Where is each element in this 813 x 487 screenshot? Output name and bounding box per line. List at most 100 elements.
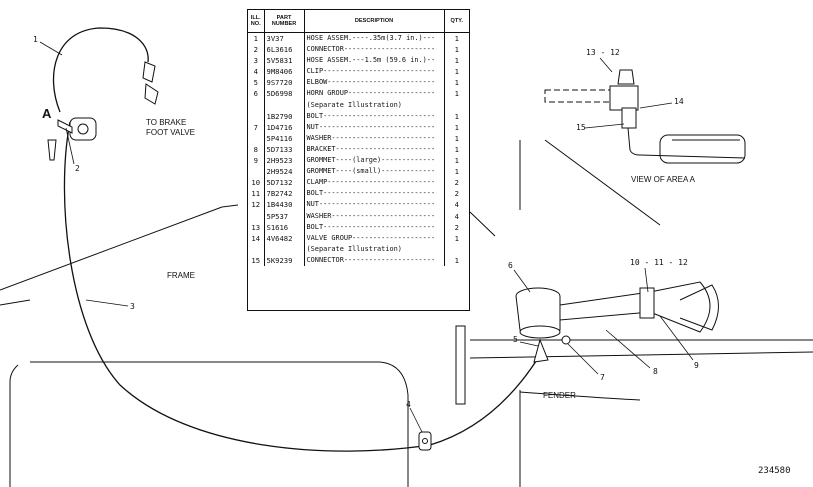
fender-caption: FENDER: [543, 391, 576, 400]
part-number-cell: 1B2790: [264, 110, 305, 122]
qty-cell: 1: [454, 233, 459, 243]
elbow-5: [533, 338, 549, 363]
part-number-cell: 1D4716: [264, 121, 305, 133]
horn-tube: [559, 291, 651, 321]
description-cell: GROMMET----(small)-------------: [304, 166, 445, 178]
leader-2: [65, 127, 75, 165]
leader-lines: [39, 41, 694, 433]
description-cell: (Separate Illustration): [304, 243, 445, 255]
frame-diagonal: [469, 211, 496, 237]
part-number-cell: 3V37: [264, 32, 305, 45]
qty-cell: 1: [454, 45, 459, 55]
description-cell: CONNECTOR----------------------: [304, 254, 445, 266]
qty-cell: [444, 244, 469, 255]
brake-valve-caption: TO BRAKE FOOT VALVE: [146, 118, 195, 138]
col-header-description: DESCRIPTION: [304, 10, 445, 33]
qty-cell: 1: [454, 255, 459, 265]
qty-cell: 1: [454, 111, 459, 121]
frame-and-fender-outlines: [0, 139, 813, 487]
callout-3: 3: [130, 302, 135, 311]
description-cell: BOLT---------------------------: [304, 188, 445, 200]
leader-1: [39, 41, 63, 56]
qty-cell: 2: [454, 178, 459, 188]
qty-cell: 1: [454, 78, 459, 88]
description-cell: BOLT---------------------------: [304, 221, 445, 233]
hose-end-fitting: [142, 61, 156, 83]
qty-cell: 1: [454, 133, 459, 143]
ref-cell: 8: [248, 143, 265, 156]
ref-cell: 6: [248, 88, 265, 100]
part-number-cell: 2H9523: [264, 155, 305, 167]
description-cell: BOLT---------------------------: [304, 110, 445, 122]
callout-10-11-12: 10 - 11 - 12: [630, 258, 688, 267]
description-cell: BRACKET------------------------: [304, 143, 445, 156]
ref-cell: [248, 99, 265, 111]
valve-body: [621, 107, 637, 129]
frame-lower-left-curve: [9, 364, 19, 487]
clip-hole: [422, 438, 428, 444]
part-number-cell: 7B2742: [264, 188, 305, 200]
ref-cell: 9: [248, 155, 265, 167]
part-number-cell: 4V6482: [264, 232, 305, 244]
part-number-cell: 6L3616: [264, 44, 305, 56]
area-a-frame-diagonal: [544, 139, 661, 226]
valve-mount: [609, 85, 639, 111]
leader-13-12: [599, 57, 613, 73]
qty-cell: [444, 100, 469, 111]
leader-14: [639, 102, 673, 109]
horn-base: [519, 325, 561, 339]
col-header-ill-no: ILL. NO.: [248, 10, 265, 33]
part-number-cell: S1616: [264, 221, 305, 233]
callout-1: 1: [33, 35, 38, 44]
part-number-cell: 5D7133: [264, 143, 305, 156]
ref-cell: 5: [248, 77, 265, 89]
horn-clamp: [639, 287, 655, 319]
fender-curve: [519, 391, 641, 401]
part-number-cell: 9S7720: [264, 77, 305, 89]
callout-4: 4: [406, 400, 411, 409]
area-a-marker: A: [42, 106, 52, 121]
leader-6: [513, 269, 531, 293]
fender-bracket-plate: [455, 325, 466, 405]
leader-10-11-12: [644, 267, 649, 293]
area-a-view: [544, 69, 746, 164]
callout-2: 2: [75, 164, 80, 173]
table-row: (Separate Illustration): [248, 99, 469, 111]
part-number-cell: 5P537: [264, 210, 305, 222]
callout-7: 7: [600, 373, 605, 382]
description-cell: HOSE ASSEM.----.35m(3.7 in.)---: [304, 32, 445, 45]
ref-cell: 13: [248, 221, 265, 233]
clip-4: [418, 431, 432, 451]
ref-cell: [248, 166, 265, 178]
description-cell: VALVE GROUP--------------------: [304, 232, 445, 244]
part-number-cell: [264, 99, 305, 111]
description-cell: NUT----------------------------: [304, 199, 445, 211]
part-number-cell: 5D7132: [264, 177, 305, 189]
qty-cell: 1: [454, 122, 459, 132]
description-cell: GROMMET----(large)-------------: [304, 155, 445, 167]
part-number-cell: 5V5831: [264, 55, 305, 67]
part-number-cell: 9M8406: [264, 66, 305, 78]
horn-bell-1: [649, 281, 711, 333]
leader-4: [409, 407, 423, 433]
ref-cell: 10: [248, 177, 265, 189]
table-row: (Separate Illustration): [248, 243, 469, 255]
ref-cell: [248, 110, 265, 122]
hose-assembly-1: [52, 27, 149, 113]
view-area-a-caption: VIEW OF AREA A: [631, 175, 696, 184]
description-cell: CLIP---------------------------: [304, 66, 445, 78]
